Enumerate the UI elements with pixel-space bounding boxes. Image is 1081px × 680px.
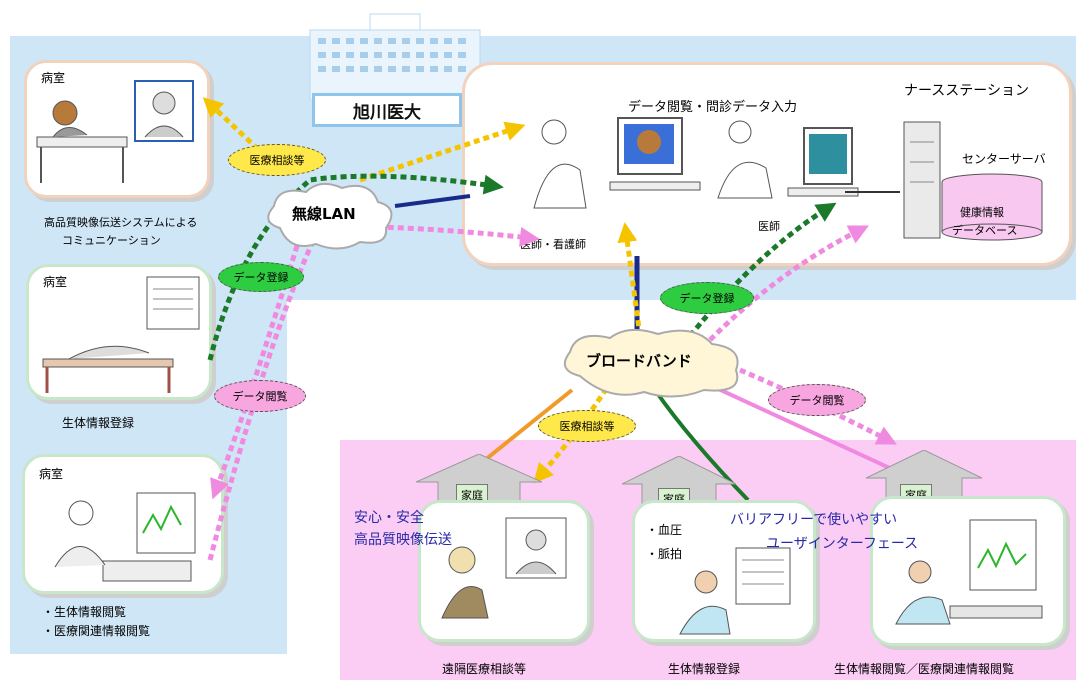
hospital-name-box: 旭川医大: [312, 93, 462, 127]
barrier-free-2: ユーザインターフェース: [766, 536, 919, 552]
doctor-label: 医師: [758, 220, 780, 233]
room-caption-1b: コミュニケーション: [62, 234, 161, 247]
vitals-pulse: ・脈拍: [646, 547, 683, 561]
home-caption-3: 生体情報閲覧／医療関連情報閲覧: [834, 662, 1015, 676]
consult-tag-bottom: 医療相談等: [538, 410, 636, 442]
db-label-2: データベース: [952, 224, 1018, 237]
broadband-label: ブロードバンド: [586, 352, 692, 370]
data-view-input-title: データ閲覧・問診データ入力: [628, 100, 798, 115]
data-reg-tag-center: データ登録: [660, 282, 754, 314]
safe-note-1: 安心・安全: [354, 510, 424, 526]
doctor-illustration: [717, 120, 859, 199]
wireless-lan-cloud: [267, 182, 393, 250]
room-caption-3b: ・医療関連情報閲覧: [42, 624, 151, 638]
broadband-cloud: [563, 328, 739, 398]
room-caption-3a: ・生体情報閲覧: [42, 605, 127, 619]
consult-tag-top: 医療相談等: [228, 144, 326, 176]
hospital-name: 旭川医大: [353, 102, 421, 123]
data-reg-tag-left: データ登録: [218, 262, 304, 292]
room-panel-2: 病室: [26, 264, 212, 400]
hospital-building: [300, 10, 490, 101]
vitals-illustration: [679, 547, 791, 635]
db-label-1: 健康情報: [960, 206, 1004, 219]
nurse-station-label: ナースステーション: [904, 83, 1030, 99]
barrier-free-1: バリアフリーで使いやすい: [730, 512, 898, 528]
room-caption-1a: 高品質映像伝送システムによる: [44, 216, 198, 229]
data-view-tag-right: データ閲覧: [768, 384, 866, 416]
room-label-1: 病室: [41, 71, 66, 85]
info-view-illustration: [895, 519, 1043, 625]
room-label-3: 病室: [39, 467, 64, 481]
room-caption-2: 生体情報登録: [62, 416, 135, 430]
home-caption-2: 生体情報登録: [668, 662, 741, 676]
room-panel-1: 病室: [24, 60, 210, 198]
center-server-label: センターサーバ: [962, 152, 1046, 166]
doctor-nurse-illustration: [533, 117, 701, 209]
home-caption-1: 遠隔医療相談等: [442, 662, 527, 676]
vitals-bp: ・血圧: [646, 523, 683, 537]
server-illustration: [903, 121, 1043, 241]
wireless-lan-label: 無線LAN: [292, 205, 356, 223]
safe-note-2: 高品質映像伝送: [354, 532, 452, 548]
data-view-tag-left: データ閲覧: [214, 380, 306, 412]
room-panel-3: 病室: [22, 454, 224, 594]
remote-consult-illustration: [441, 517, 567, 619]
room-label-2: 病室: [43, 275, 68, 289]
